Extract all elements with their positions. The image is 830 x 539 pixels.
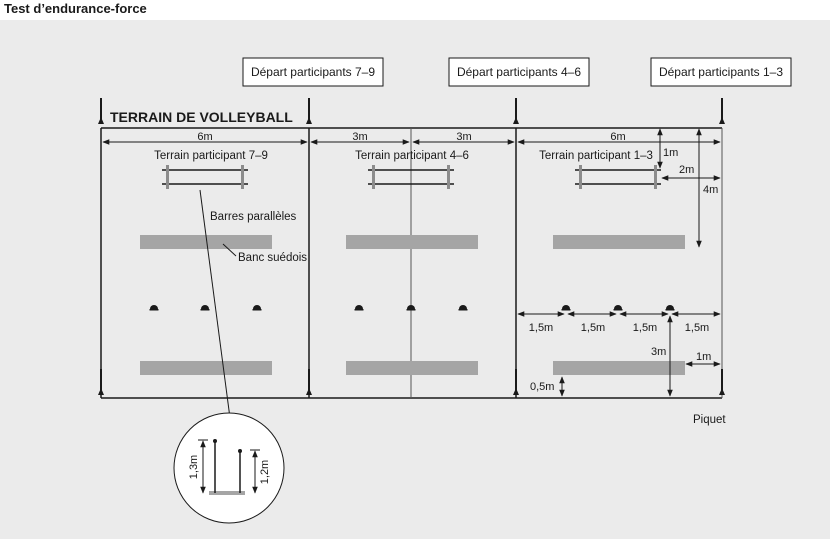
dimension-label: 3m (456, 131, 471, 143)
page-title: Test d’endurance-force (4, 1, 147, 16)
field-label-1-3: Terrain participant 1–3 (539, 150, 653, 162)
volleyball-court (100, 127, 723, 399)
bar-height-high: 1,3m (188, 455, 200, 479)
dimension-label: 1,5m (581, 322, 605, 334)
start-box-7-9: Départ participants 7–9 (242, 57, 384, 87)
start-box-label: Départ participants 1–3 (659, 65, 783, 79)
swedish-bench-label: Banc suédois (238, 252, 307, 264)
start-box-4-6: Départ participants 4–6 (448, 57, 590, 87)
dimension-label: 6m (610, 131, 625, 143)
field-label-4-6: Terrain participant 4–6 (355, 150, 469, 162)
background-panel (0, 20, 830, 539)
dimension-label: 6m (197, 131, 212, 143)
dimension-label: 4m (703, 184, 718, 196)
dimension-label: 1,5m (529, 322, 553, 334)
bar-detail-inset: 1,3m 1,2m (173, 412, 285, 524)
bar-height-low: 1,2m (259, 460, 271, 484)
dimension-label: 1,5m (633, 322, 657, 334)
dimension-label: 1m (696, 351, 711, 363)
stake-label: Piquet (693, 414, 726, 426)
court-label: TERRAIN DE VOLLEYBALL (110, 109, 293, 125)
dimension-label: 2m (679, 164, 694, 176)
start-box-label: Départ participants 7–9 (251, 65, 375, 79)
width-dimensions: 6m 3m 3m 6m (102, 131, 721, 145)
dimension-label: 0,5m (530, 381, 554, 393)
leader-line (222, 243, 237, 257)
right-dimensions: 1m 2m 4m (657, 128, 721, 248)
field-label-7-9: Terrain participant 7–9 (154, 150, 268, 162)
leader-line (199, 189, 231, 419)
cone-spacing: 1,5m 1,5m 1,5m 1,5m (517, 311, 721, 334)
lower-dimensions: 3m 1m 0,5m (530, 315, 721, 397)
dimension-label: 3m (651, 346, 666, 358)
start-box-label: Départ participants 4–6 (457, 65, 581, 79)
start-box-1-3: Départ participants 1–3 (650, 57, 792, 87)
dimension-label: 3m (352, 131, 367, 143)
swedish-benches (140, 235, 685, 375)
dimension-label: 1m (663, 147, 678, 159)
parallel-bars-label: Barres parallèles (210, 211, 297, 223)
dimension-label: 1,5m (685, 322, 709, 334)
